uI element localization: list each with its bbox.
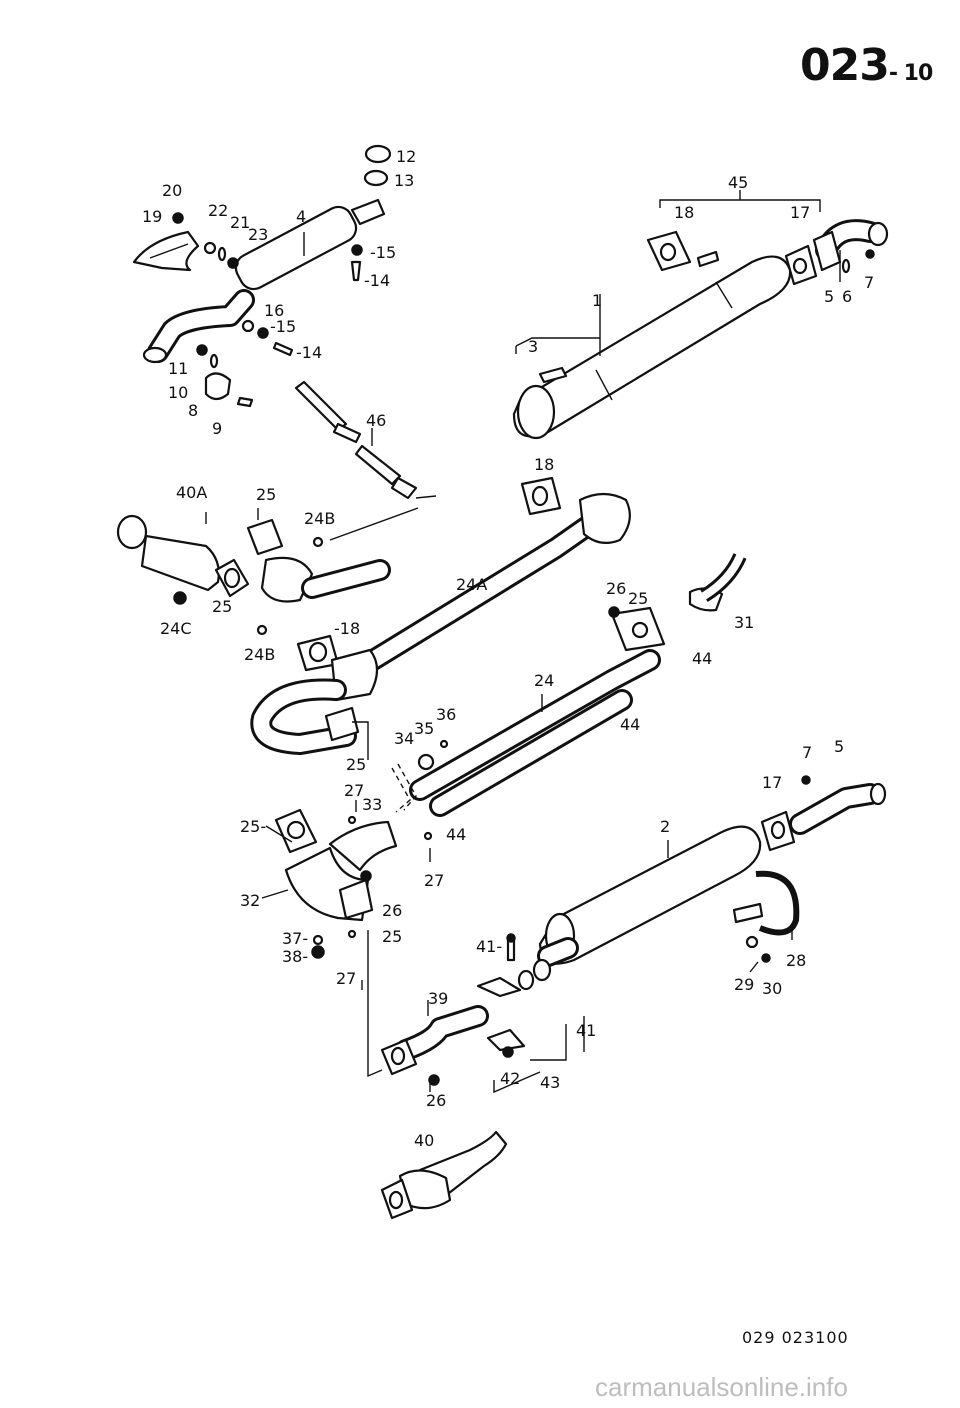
callout-9: 9 [212,419,222,438]
page-code: 023- 10 [800,40,933,91]
callout-25-c: 25 [628,589,648,608]
heat-shield-20 [132,230,200,272]
callout-41-right: 41 [576,1021,596,1040]
oxygen-sensor-46 [294,380,418,500]
callout-35: 35 [414,719,434,738]
callout-7-top: 7 [864,273,874,292]
page-code-main: 023 [800,40,890,91]
callout-18-mid: 18 [534,455,554,474]
figure-code: 029 023100 [742,1328,849,1347]
callout-25-f: 25 [382,927,402,946]
callout-4: 4 [296,207,306,226]
callout-23: 23 [248,225,268,244]
callout-labels: 1 2 3 4 5 5 6 7 7 8 9 10 11 12 13 -14 -1… [142,147,874,1150]
callout-24b-bottom: 24B [244,645,275,664]
callout-29: 29 [734,975,754,994]
rear-muffler-1 [512,250,792,440]
callout-27-c: 27 [336,969,356,988]
callout-25-e: 25- [240,817,266,836]
callout-43: 43 [540,1073,560,1092]
callout-40: 40 [414,1131,434,1150]
tail-pipe-5 [760,775,887,852]
callout-16: 16 [264,301,284,320]
clamp-hardware-41 [476,933,552,1058]
callout-25-a: 25 [256,485,276,504]
callout-26-b: 26 [382,901,402,920]
callout-22: 22 [208,201,228,220]
callout-12: 12 [396,147,416,166]
small-hardware-top-left [172,144,392,408]
callout-5-bottom: 5 [834,737,844,756]
callout-44-c: 44 [446,825,466,844]
callout-20: 20 [162,181,182,200]
callout-17-top: 17 [790,203,810,222]
callout-27-a: 27 [344,781,364,800]
callout-34: 34 [394,729,414,748]
callout-1: 1 [592,291,602,310]
callout-17-bottom: 17 [762,773,782,792]
callout-24: 24 [534,671,554,690]
callout-42: 42 [500,1069,520,1088]
callout-21: 21 [230,213,250,232]
callout-44-a: 44 [692,649,712,668]
callout-24c: 24C [160,619,192,638]
callout-5-top: 5 [824,287,834,306]
callout-24a: 24A [456,575,487,594]
callout-8: 8 [188,401,198,420]
callout-26-c: 26 [426,1091,446,1110]
watermark: carmanualsonline.info [595,1372,848,1402]
callout-2: 2 [660,817,670,836]
catalytic-converter-40a [116,514,391,636]
callout-25-d: 25 [346,755,366,774]
callout-14-top: -14 [364,271,390,290]
manifold-32 [274,739,449,959]
callout-36: 36 [436,705,456,724]
callout-28: 28 [786,951,806,970]
callout-45: 45 [728,173,748,192]
callout-11: 11 [168,359,188,378]
callout-25-b: 25 [212,597,232,616]
callout-6: 6 [842,287,852,306]
callout-3: 3 [528,337,538,356]
middle-muffler-2 [537,825,762,967]
page-code-suffix: - 10 [888,61,933,86]
callout-40a: 40A [176,483,207,502]
callout-32: 32 [240,891,260,910]
intermediate-pipe-24a [250,476,631,755]
callout-27-b: 27 [424,871,444,890]
callout-24b-top: 24B [304,509,335,528]
callout-15-top: -15 [370,243,396,262]
callout-39: 39 [428,989,448,1008]
callout-44-b: 44 [620,715,640,734]
callout-30: 30 [762,979,782,998]
callout-18-top: 18 [674,203,694,222]
front-pipe-4 [142,198,386,364]
callout-19: 19 [142,207,162,226]
callout-26-a: 26 [606,579,626,598]
callout-10: 10 [168,383,188,402]
callout-14-mid: -14 [296,343,322,362]
callout-31: 31 [734,613,754,632]
callout-15-mid: -15 [270,317,296,336]
callout-41-left: 41- [476,937,502,956]
callout-46: 46 [366,411,386,430]
callout-33: 33 [362,795,382,814]
pipe-39 [380,1005,489,1086]
callout-37: 37- [282,929,308,948]
pipe-24-and-corrugated-31 [409,552,747,817]
flanges-top-right [646,219,889,286]
callout-18-left: -18 [334,619,360,638]
catalytic-converter-40 [380,1130,508,1220]
callout-38: 38- [282,947,308,966]
callout-13: 13 [394,171,414,190]
mounting-strap-28 [732,870,800,963]
callout-7-bottom: 7 [802,743,812,762]
leader-lines [205,190,841,1094]
